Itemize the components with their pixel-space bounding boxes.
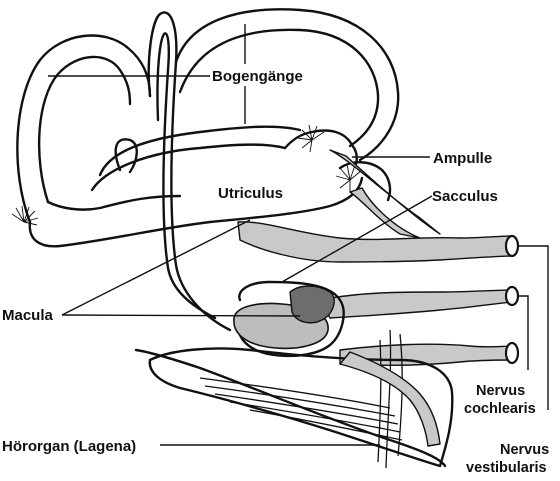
lagena bbox=[134, 329, 454, 469]
utriculus-outline bbox=[28, 176, 364, 248]
lagena-outer bbox=[134, 348, 447, 468]
sacculus bbox=[233, 280, 345, 358]
canal-horizontal-upper bbox=[98, 125, 302, 177]
nerve-upper-trunk bbox=[237, 221, 513, 263]
nerve-end-middle bbox=[504, 285, 520, 307]
label-sacculus: Sacculus bbox=[432, 188, 498, 205]
crista-top bbox=[297, 124, 325, 153]
leader-lines bbox=[48, 24, 549, 446]
label-nervus-vestibularis-line1: Nervus bbox=[500, 442, 549, 458]
label-nervus-vestibularis-line2: vestibularis bbox=[466, 460, 547, 476]
canal-left-outer bbox=[16, 34, 152, 224]
macula-utriculus-dark bbox=[289, 285, 335, 324]
leader-macula-1 bbox=[61, 219, 251, 316]
label-hoerorgan: Hörorgan (Lagena) bbox=[2, 438, 136, 455]
crista-left bbox=[11, 205, 39, 226]
nerve-middle-trunk bbox=[319, 289, 513, 319]
label-utriculus: Utriculus bbox=[218, 185, 283, 202]
nerve-end-top bbox=[504, 234, 520, 258]
leader-sacculus bbox=[281, 195, 433, 283]
canal-small-loop bbox=[114, 138, 138, 174]
nerve-end-bottom bbox=[504, 341, 520, 365]
labels: Bogengänge Ampulle Utriculus Sacculus Ma… bbox=[2, 68, 549, 476]
label-ampulle: Ampulle bbox=[433, 150, 492, 167]
nerve-bundles bbox=[237, 149, 520, 366]
label-nervus-cochlearis-line1: Nervus bbox=[476, 383, 525, 399]
leader-nervus-cochlearis bbox=[518, 295, 529, 370]
lagena-body bbox=[148, 347, 454, 468]
canal-right-inner bbox=[178, 28, 380, 148]
sacculus-outline bbox=[236, 280, 345, 358]
label-bogengaenge: Bogengänge bbox=[212, 68, 303, 85]
canal-right-outer bbox=[174, 8, 400, 162]
canal-central-inner bbox=[156, 32, 217, 320]
nerve-branch-ampulle bbox=[349, 187, 421, 239]
canal-left-inner bbox=[37, 55, 132, 204]
leader-macula-2 bbox=[61, 314, 301, 317]
canal-central-outer bbox=[147, 11, 232, 332]
nerve-branch-ampulle-2 bbox=[329, 149, 441, 235]
utriculus-body bbox=[28, 129, 392, 248]
lagena-fibers bbox=[199, 329, 403, 469]
canal-horizontal-lower bbox=[90, 143, 287, 192]
ampulle-top-shape bbox=[283, 129, 358, 166]
semicircular-canals bbox=[16, 8, 400, 332]
crista-right bbox=[335, 163, 363, 192]
label-macula: Macula bbox=[2, 307, 54, 324]
label-nervus-cochlearis-line2: cochlearis bbox=[464, 401, 536, 417]
ampulla-cristae bbox=[11, 124, 363, 226]
utriculus-lower bbox=[46, 194, 182, 211]
nerve-to-lagena bbox=[339, 351, 441, 447]
leader-nervus-vestibularis bbox=[518, 245, 549, 410]
